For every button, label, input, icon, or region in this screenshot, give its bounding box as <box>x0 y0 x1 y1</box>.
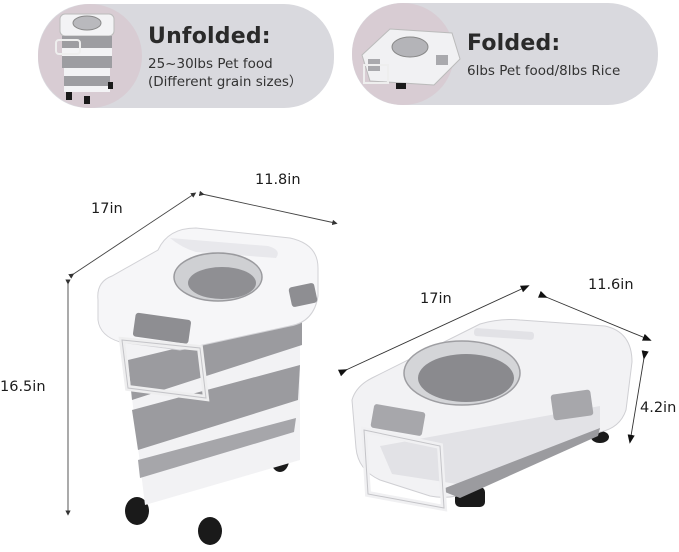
folded-dimension-arrows <box>337 285 652 444</box>
unfolded-badge: Unfolded: 25~30lbs Pet food (Different g… <box>38 4 334 108</box>
folded-title: Folded: <box>467 31 561 56</box>
folded-capacity: 6lbs Pet food/8lbs Rice <box>467 63 621 79</box>
unfolded-height-label: 16.5in <box>0 379 46 395</box>
folded-height-label: 4.2in <box>640 400 677 416</box>
unfolded-width-label: 11.8in <box>255 172 301 188</box>
folded-badge: Folded: 6lbs Pet food/8lbs Rice <box>352 3 658 105</box>
unfolded-dimension-arrows <box>65 190 338 516</box>
folded-bin <box>351 319 633 512</box>
unfolded-bin <box>97 227 319 545</box>
unfolded-depth-label: 17in <box>91 201 123 217</box>
unfolded-title: Unfolded: <box>148 24 271 49</box>
unfolded-bin-thumbnail <box>55 13 115 104</box>
folded-width-label: 11.6in <box>588 277 634 293</box>
folded-depth-label: 17in <box>420 291 452 307</box>
folded-bin-thumbnail <box>361 28 461 89</box>
unfolded-capacity: 25~30lbs Pet food <box>148 56 273 72</box>
unfolded-note: (Different grain sizes） <box>148 74 303 90</box>
